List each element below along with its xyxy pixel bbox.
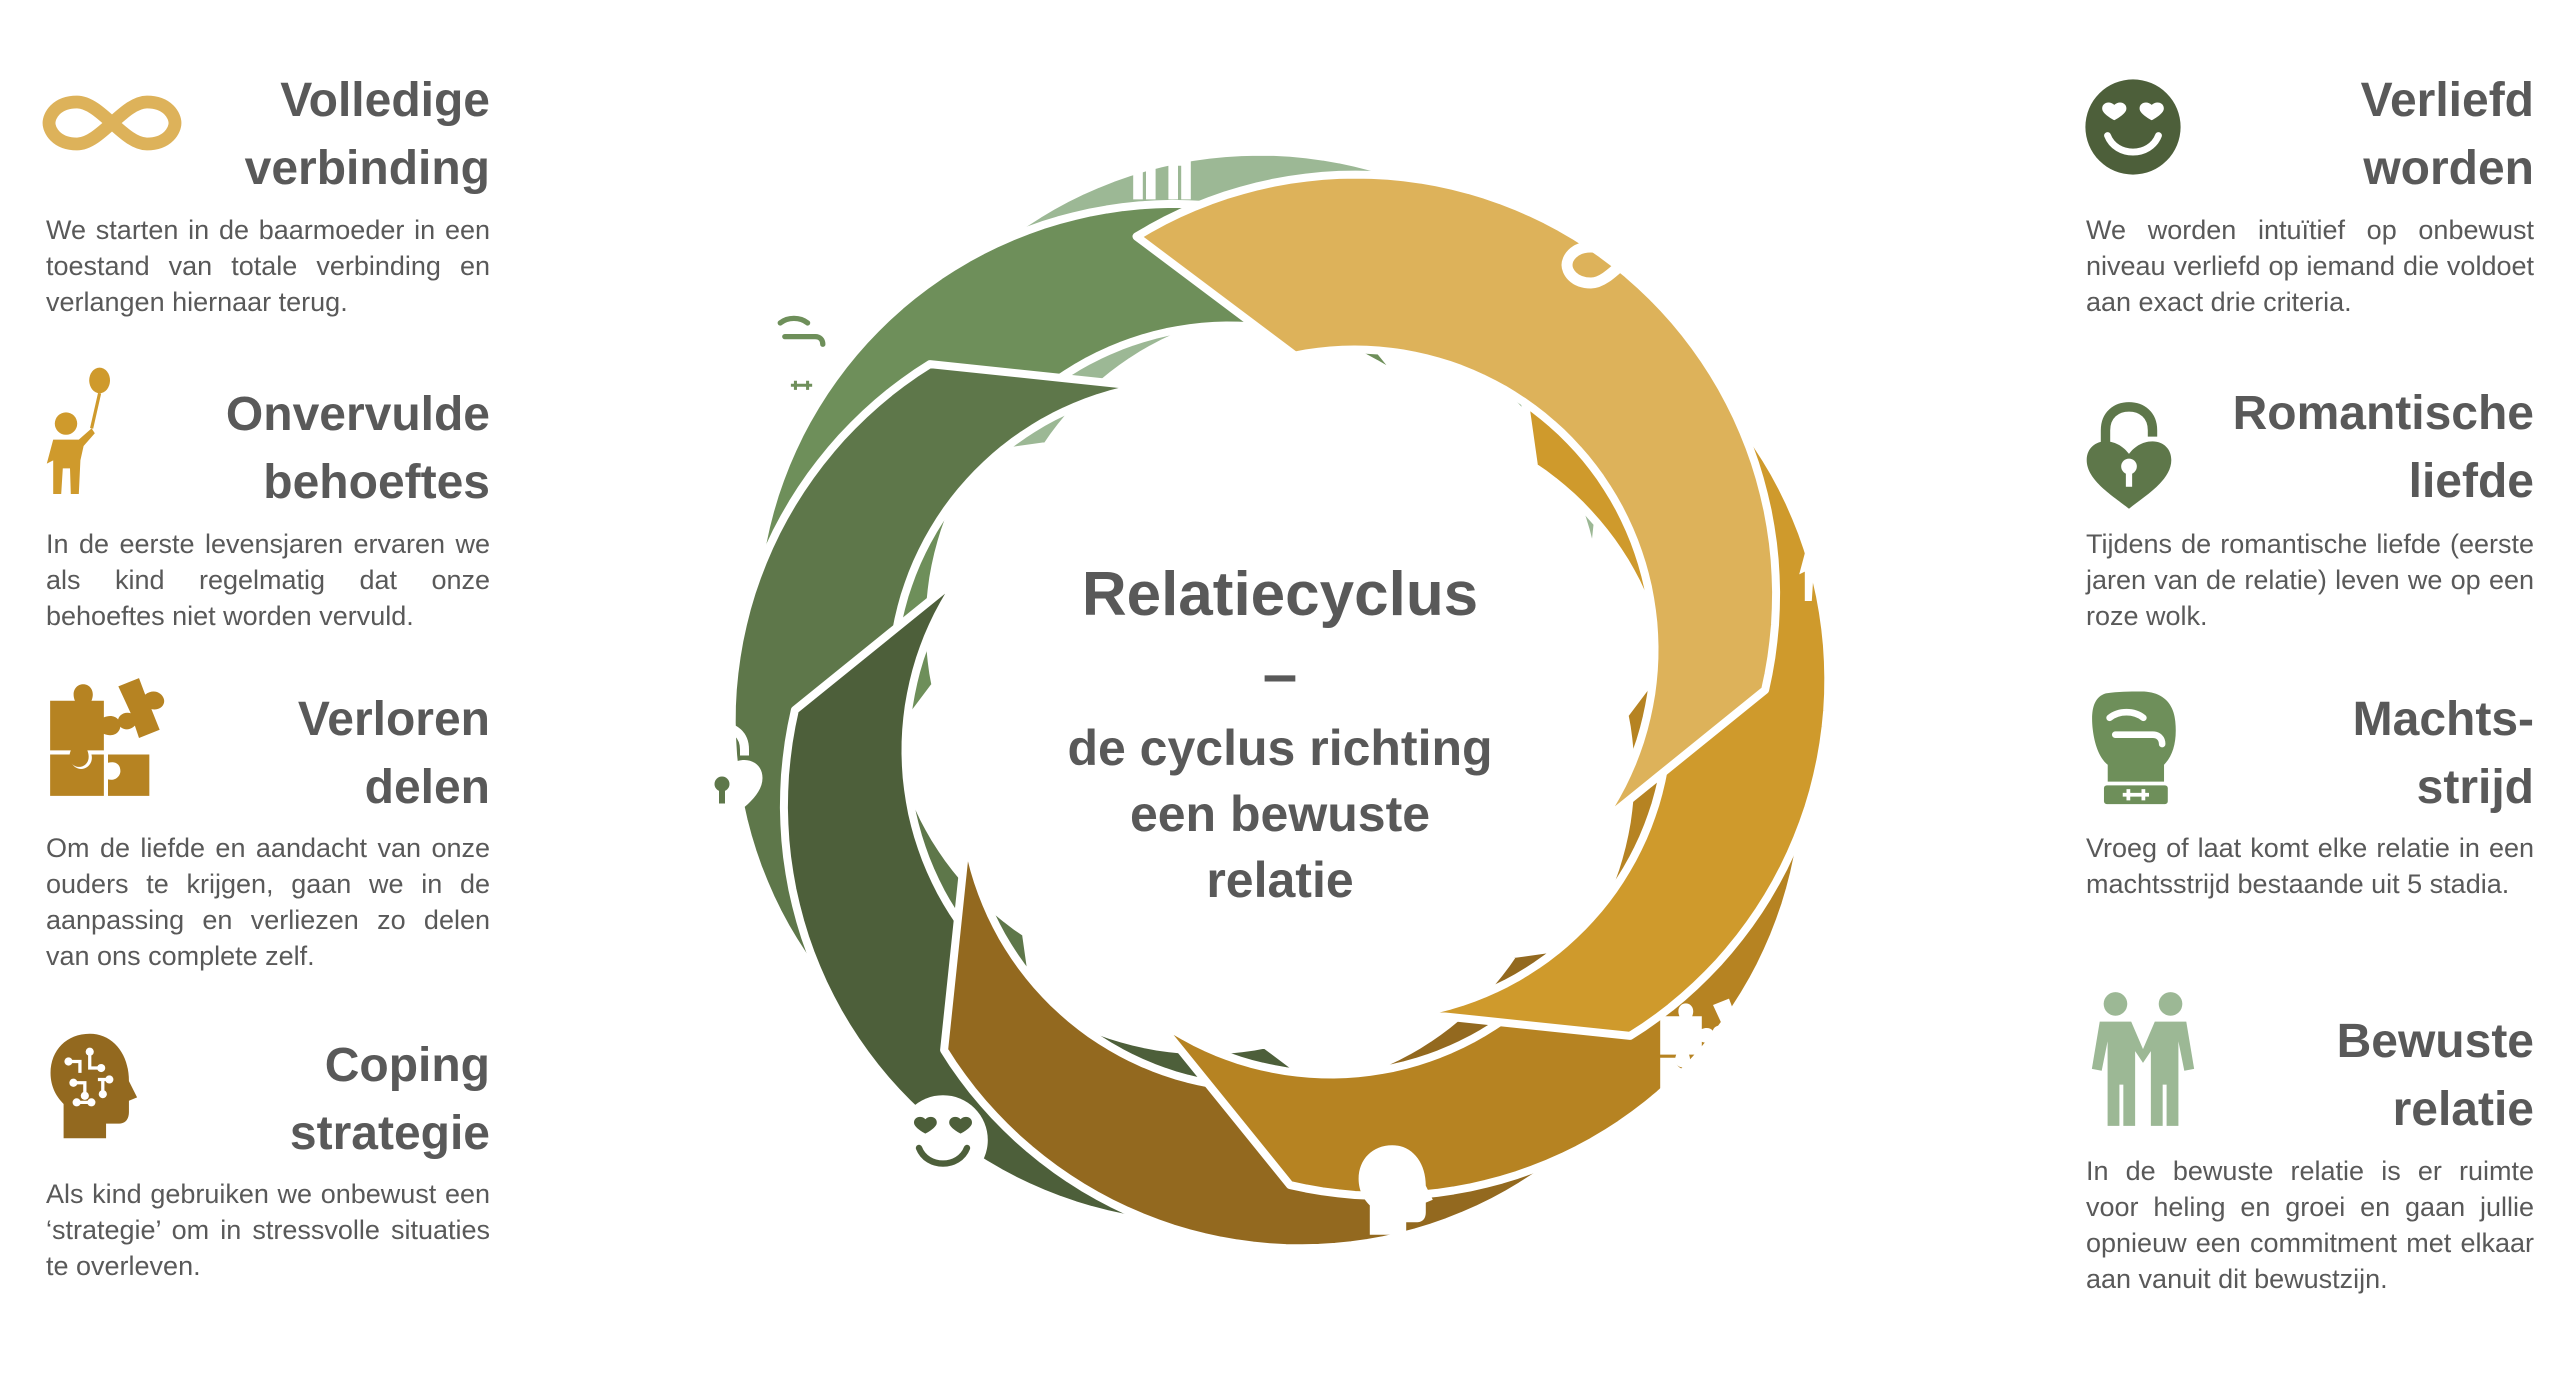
legend-desc-onvervulde-behoeftes: In de eerste levensjaren ervaren we als … [46, 529, 490, 631]
center-dash: – [1262, 640, 1298, 709]
boxing-glove-icon [2086, 684, 2182, 806]
puzzle-icon [46, 676, 170, 800]
center-hole [1018, 428, 1542, 952]
center-line-3: relatie [1206, 852, 1354, 908]
infinity-icon [42, 88, 182, 158]
heart-eyes-icon [2082, 76, 2184, 178]
legend-desc-volledige-verbinding: We starten in de baarmoeder in een toest… [46, 215, 490, 317]
legend-desc-romantische-liefde: Tijdens de romantische liefde (eerste ja… [2086, 529, 2534, 631]
legend-title-machtsstrijd: Machts-strijd [2352, 693, 2534, 814]
legend-desc-bewuste-relatie: In de bewuste relatie is er ruimte voor … [2086, 1156, 2534, 1294]
legend-desc-coping-strategie: Als kind gebruiken we onbewust een ‘stra… [46, 1179, 490, 1281]
child-balloon-icon [42, 350, 122, 510]
legend-desc-verliefd-worden: We worden intuïtief op onbewust niveau v… [2086, 215, 2534, 317]
head-brain-icon [44, 1028, 142, 1144]
legend-desc-machtsstrijd: Vroeg of laat komt elke relatie in een m… [2086, 833, 2534, 899]
legend-desc-verloren-delen: Om de liefde en aandacht van onze ouders… [46, 833, 490, 971]
center-title-block: Relatiecyclus – de cyclus richting een b… [1030, 555, 1530, 913]
center-line-2: een bewuste [1129, 786, 1431, 842]
cycle-segment-infinity [1132, 170, 1781, 830]
center-line-1: de cyclus richting [1067, 720, 1493, 776]
heart-eyes-icon [898, 1095, 988, 1185]
boxing-glove-icon [766, 302, 834, 393]
heart-lock-icon [2082, 392, 2176, 522]
center-title: Relatiecyclus [1081, 560, 1479, 629]
couple-icon [2084, 990, 2202, 1128]
